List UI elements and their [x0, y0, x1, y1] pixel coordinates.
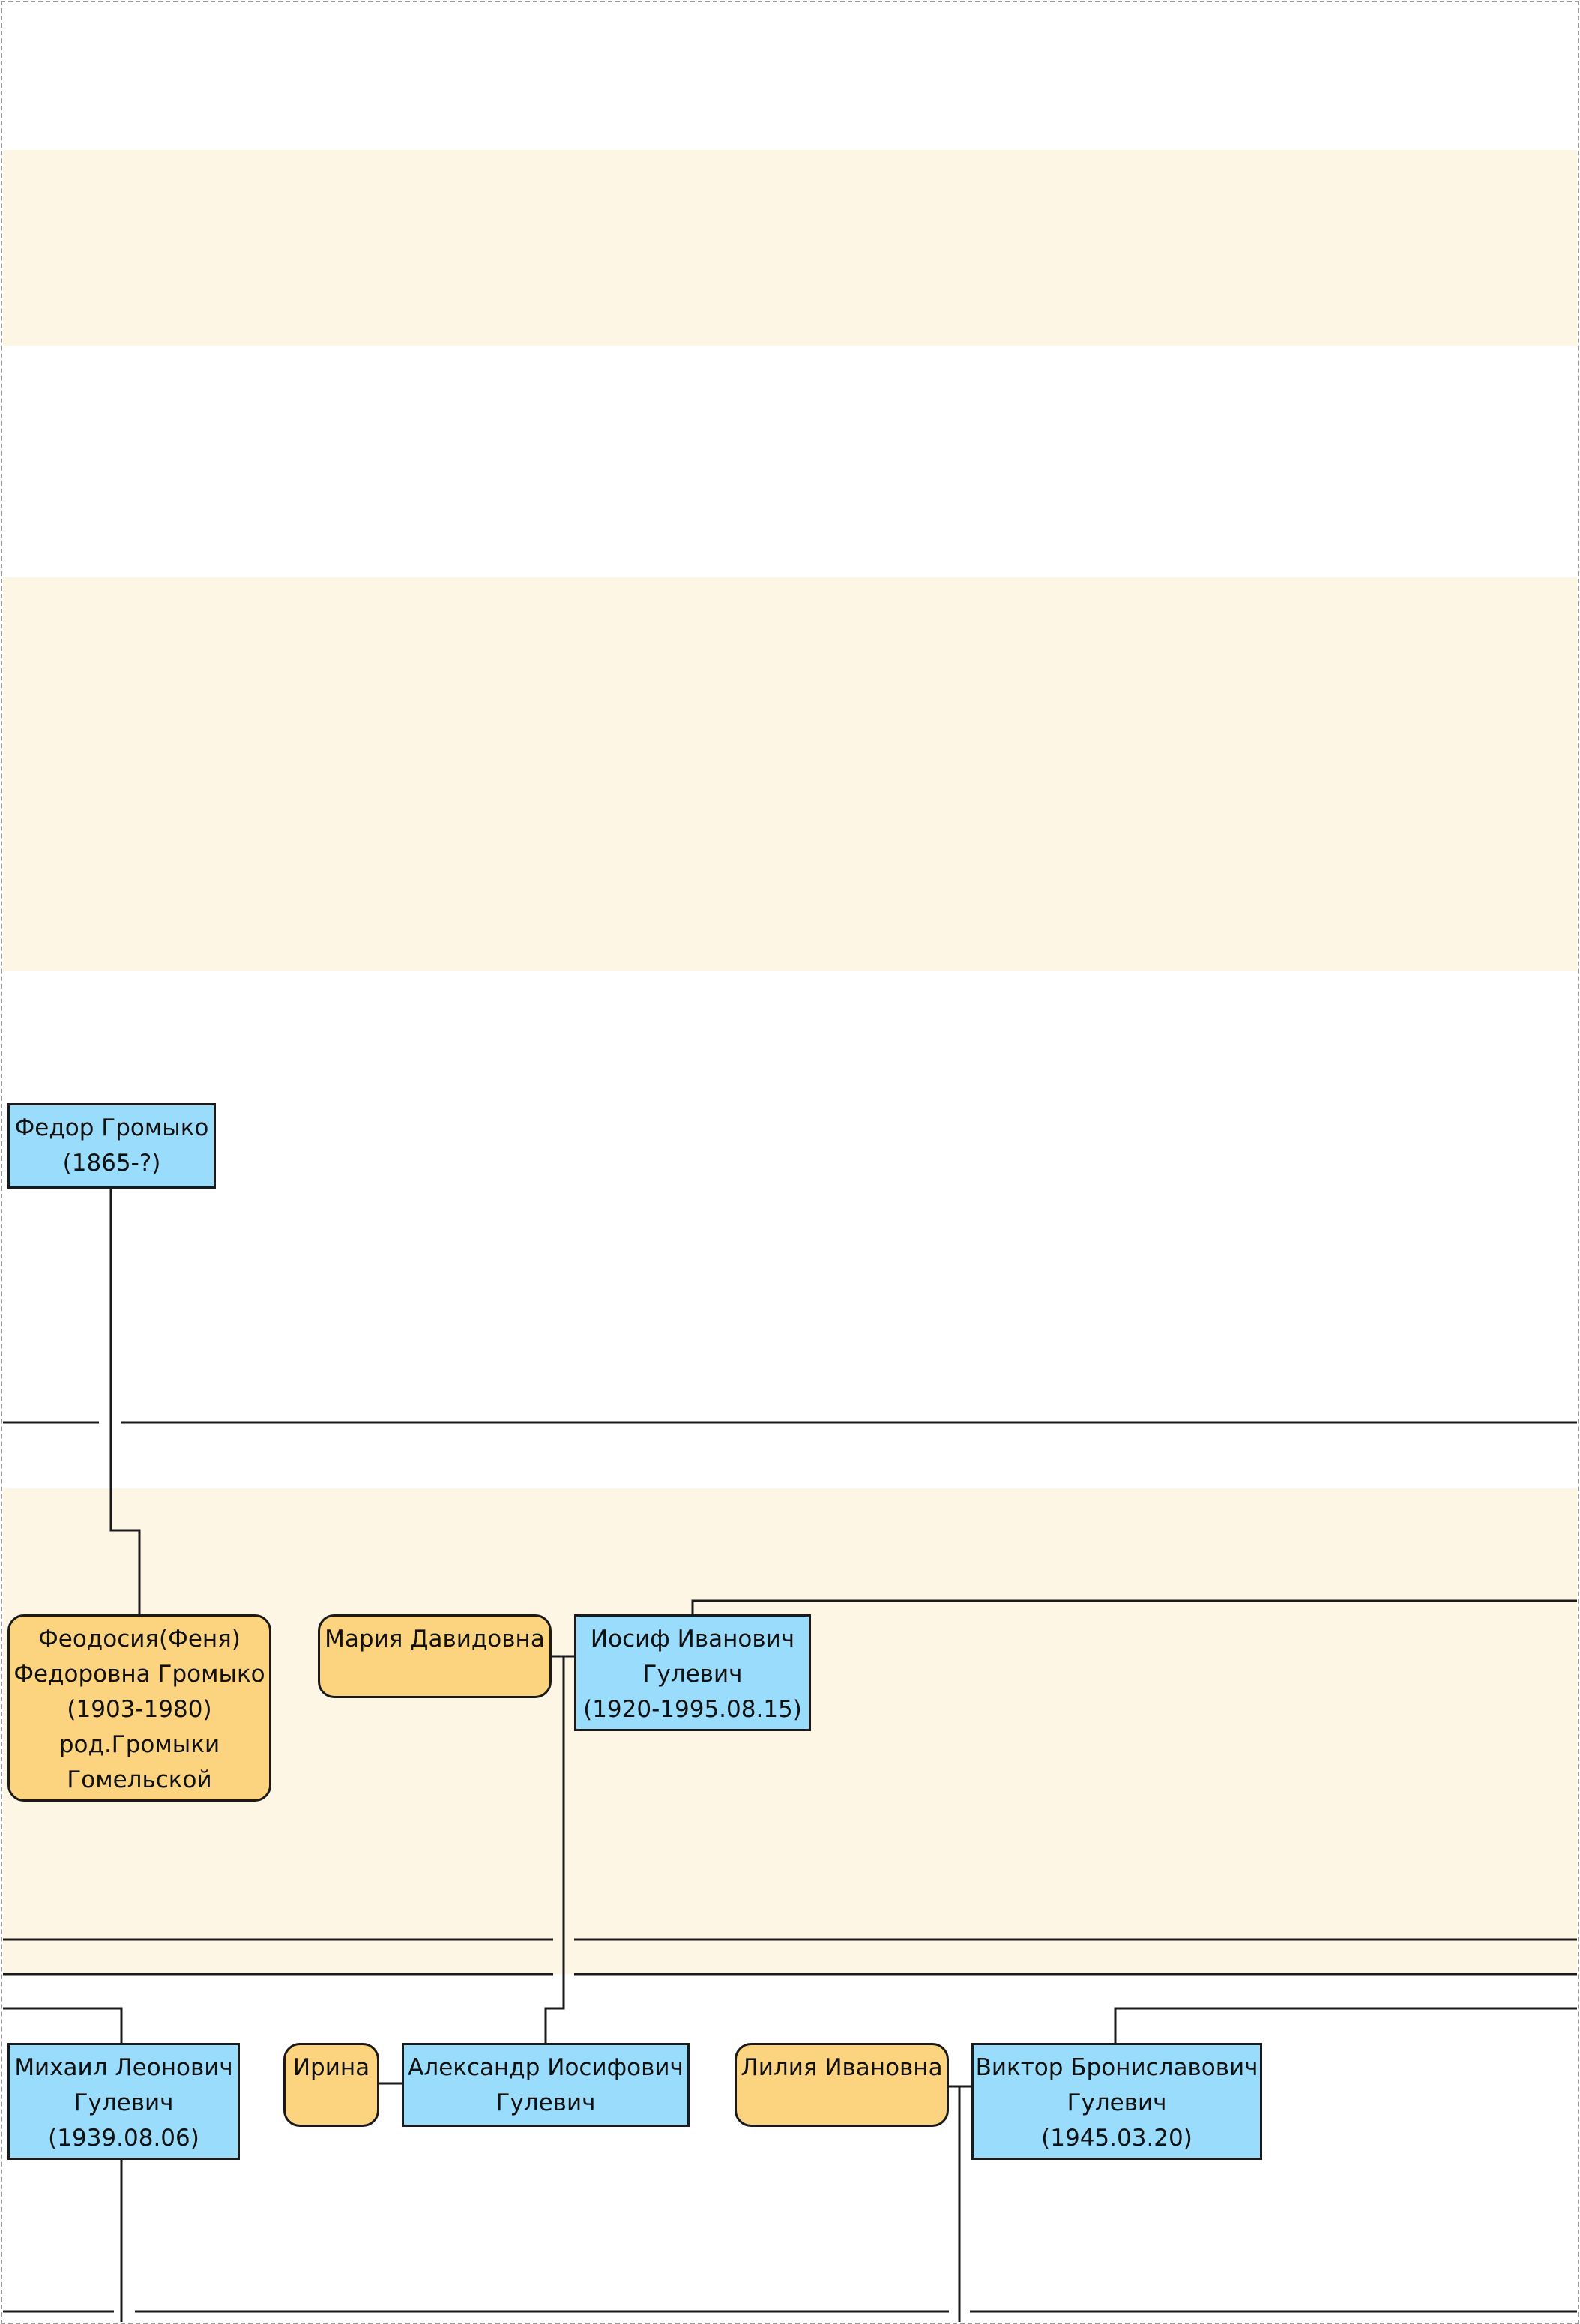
parent-link-line	[1114, 2007, 1577, 2043]
person-card-lilia-ivanovna[interactable]: Лилия Ивановна	[735, 2043, 949, 2127]
person-name: Феодосия(Феня) Федоровна Громыко (1903-1…	[13, 1626, 265, 1793]
person-card-mikhail-gulevich[interactable]: Михаил Леонович Гулевич (1939.08.06)	[7, 2043, 240, 2160]
person-name: Мария Давидовна	[325, 1626, 545, 1653]
person-name: Михаил Леонович Гулевич (1939.08.06)	[14, 2054, 233, 2152]
person-card-iosif-gulevich[interactable]: Иосиф Иванович Гулевич (1920-1995.08.15)	[574, 1614, 811, 1731]
person-card-irina[interactable]: Ирина	[283, 2043, 379, 2127]
person-card-fedor-gromyko[interactable]: Федор Громыко (1865-?)	[7, 1103, 216, 1189]
person-name: Иосиф Иванович Гулевич (1920-1995.08.15)	[583, 1626, 802, 1723]
person-name: Виктор Брониславович Гулевич (1945.03.20…	[975, 2054, 1258, 2152]
person-name: Лилия Ивановна	[741, 2054, 943, 2081]
person-name: Федор Громыко (1865-?)	[14, 1114, 209, 1177]
person-name: Ирина	[292, 2054, 370, 2081]
descent-line	[544, 1655, 574, 2043]
parent-link-line	[691, 1599, 1577, 1616]
person-name: Александр Иосифович Гулевич	[408, 2054, 684, 2116]
generation-band	[3, 577, 1577, 971]
person-card-viktor-gulevich[interactable]: Виктор Брониславович Гулевич (1945.03.20…	[971, 2043, 1262, 2160]
generation-band	[3, 150, 1577, 346]
person-card-maria-davidovna[interactable]: Мария Давидовна	[318, 1614, 552, 1698]
person-card-feodosia-gromyko[interactable]: Феодосия(Феня) Федоровна Громыко (1903-1…	[7, 1614, 271, 1802]
parent-child-line	[109, 1187, 141, 1616]
parent-link-line	[3, 2007, 123, 2043]
person-card-alexander-gulevich[interactable]: Александр Иосифович Гулевич	[402, 2043, 690, 2127]
